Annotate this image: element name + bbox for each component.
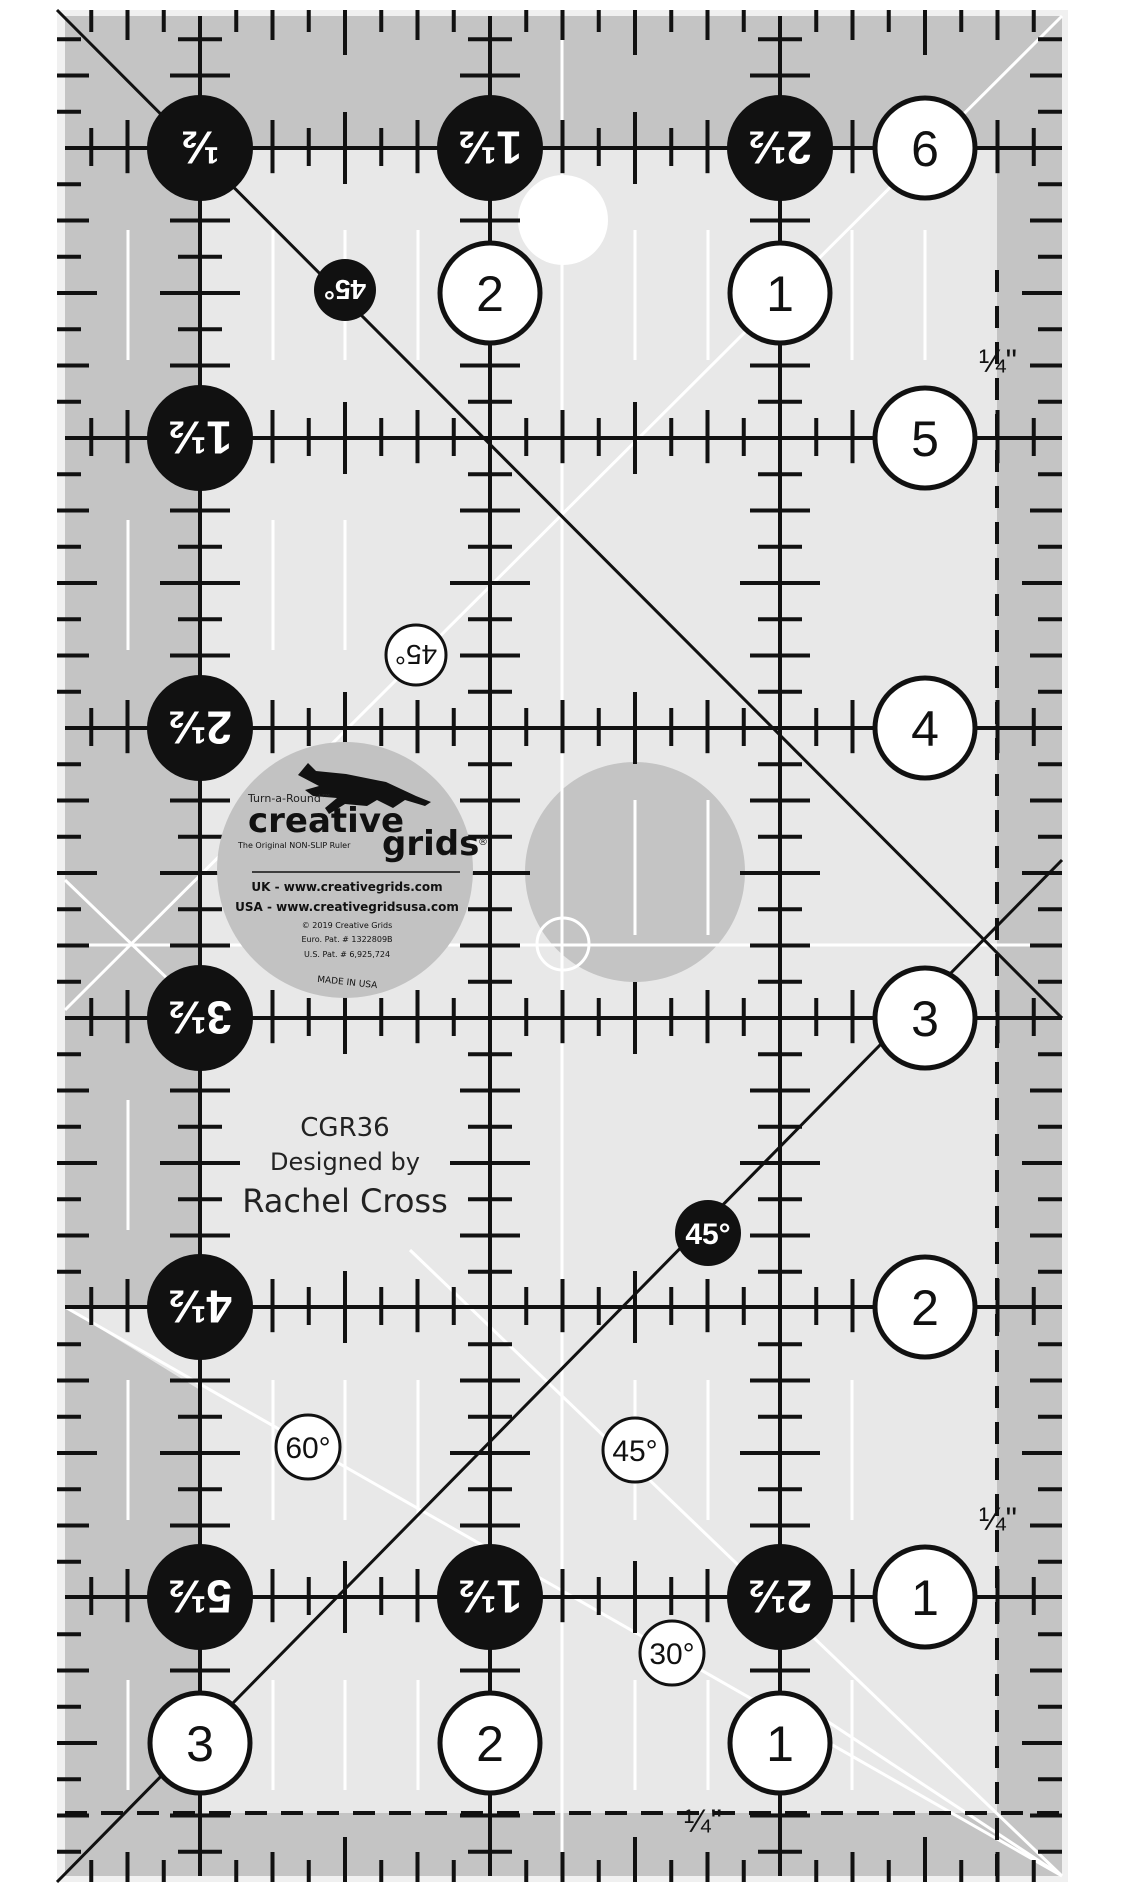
angle-marker-45-lower: 45° <box>675 1200 741 1266</box>
svg-text:5: 5 <box>911 411 939 467</box>
white-circle-bottom-1: 1 <box>727 1690 833 1796</box>
svg-text:45°: 45° <box>685 1218 730 1251</box>
logo-uk-url: UK - www.creativegrids.com <box>251 880 442 894</box>
svg-text:2: 2 <box>476 266 504 322</box>
white-circle-right-3: 3 <box>872 965 978 1071</box>
seam-label-bottom: ¼" <box>684 1803 722 1839</box>
white-circle-right-6: 6 <box>872 95 978 201</box>
logo-tagline: Turn-a-Round™ <box>247 792 332 805</box>
svg-text:5½: 5½ <box>168 1570 232 1622</box>
svg-text:60°: 60° <box>285 1432 330 1465</box>
black-circle-left-3: 3½ <box>147 965 253 1071</box>
seam-label-right-upper: ¼" <box>979 343 1017 379</box>
black-circle-top-2: 2½ <box>727 95 833 201</box>
white-circle-right-1: 1 <box>872 1544 978 1650</box>
svg-text:45°: 45° <box>324 274 366 305</box>
svg-text:1½: 1½ <box>458 121 522 173</box>
svg-text:3: 3 <box>911 991 939 1047</box>
white-circle-right-2: 2 <box>872 1254 978 1360</box>
logo-registered: ® <box>478 837 488 848</box>
svg-text:1: 1 <box>766 1716 794 1772</box>
black-circle-bottom-0: 1½ <box>437 1544 543 1650</box>
seam-allowance-lines <box>65 270 1062 1876</box>
leaping-fox-icon <box>298 763 431 814</box>
finger-hole <box>518 175 608 265</box>
svg-text:6: 6 <box>911 121 939 177</box>
white-circle-right-5: 5 <box>872 385 978 491</box>
center-target-icon <box>535 916 591 972</box>
black-circle-top-0: ½ <box>147 95 253 201</box>
white-circle-row2-1: 1 <box>727 240 833 346</box>
angle-marker-45-upper: 45° <box>384 623 448 687</box>
designer-label: Designed by <box>270 1148 420 1176</box>
svg-text:3½: 3½ <box>168 991 232 1043</box>
svg-text:2½: 2½ <box>748 1570 812 1622</box>
angle-marker-45-top: 45° <box>314 259 376 321</box>
logo-usa-url: USA - www.creativegridsusa.com <box>235 900 459 914</box>
svg-text:2½: 2½ <box>168 701 232 753</box>
svg-text:½: ½ <box>181 121 219 173</box>
logo-copyright: © 2019 Creative Grids <box>302 921 392 930</box>
svg-text:1½: 1½ <box>168 411 232 463</box>
svg-text:2: 2 <box>911 1280 939 1336</box>
svg-text:45°: 45° <box>612 1435 657 1468</box>
svg-text:1: 1 <box>911 1570 939 1626</box>
white-circle-bottom-2: 2 <box>437 1690 543 1796</box>
white-circle-row2-2: 2 <box>437 240 543 346</box>
svg-text:30°: 30° <box>649 1638 694 1671</box>
white-circle-right-4: 4 <box>872 675 978 781</box>
model-number: CGR36 <box>300 1113 389 1143</box>
angle-marker-30: 30° <box>638 1619 706 1687</box>
svg-text:4: 4 <box>911 701 939 757</box>
angle-marker-60: 60° <box>274 1413 342 1481</box>
black-circle-top-1: 1½ <box>437 95 543 201</box>
logo-brand-grids: grids <box>382 824 479 864</box>
logo-euro-patent: Euro. Pat. # 1322809B <box>301 935 392 944</box>
black-circle-left-5: 5½ <box>147 1544 253 1650</box>
black-circle-left-1: 1½ <box>147 385 253 491</box>
svg-text:3: 3 <box>186 1716 214 1772</box>
black-circle-left-2: 2½ <box>147 675 253 781</box>
white-circle-bottom-3: 3 <box>147 1690 253 1796</box>
designer-name: Rachel Cross <box>242 1182 447 1220</box>
logo-brand-creative: creative <box>248 801 404 841</box>
black-circle-left-4: 4½ <box>147 1254 253 1360</box>
svg-text:2½: 2½ <box>748 121 812 173</box>
measurement-circles: ½ 1½ 2½ 1½ 2½ 3½ 4½ 5½ 1½ 2½ 6 5 4 3 2 1 2 1 3 2 1 45° 45° 45° 6… <box>147 95 978 1796</box>
logo-subtitle: The Original NON-SLIP Ruler <box>237 841 351 850</box>
logo-us-patent: U.S. Pat. # 6,925,724 <box>304 950 390 959</box>
black-circle-bottom-1: 2½ <box>727 1544 833 1650</box>
seam-label-right-lower: ¼" <box>979 1501 1017 1537</box>
brand-logo: Turn-a-Round™ creative grids ® The Origi… <box>217 742 488 998</box>
angle-marker-45-outline: 45° <box>601 1416 669 1484</box>
svg-text:1: 1 <box>766 266 794 322</box>
svg-text:4½: 4½ <box>168 1280 232 1332</box>
svg-text:1½: 1½ <box>458 1570 522 1622</box>
svg-text:2: 2 <box>476 1716 504 1772</box>
svg-text:45°: 45° <box>395 639 437 670</box>
